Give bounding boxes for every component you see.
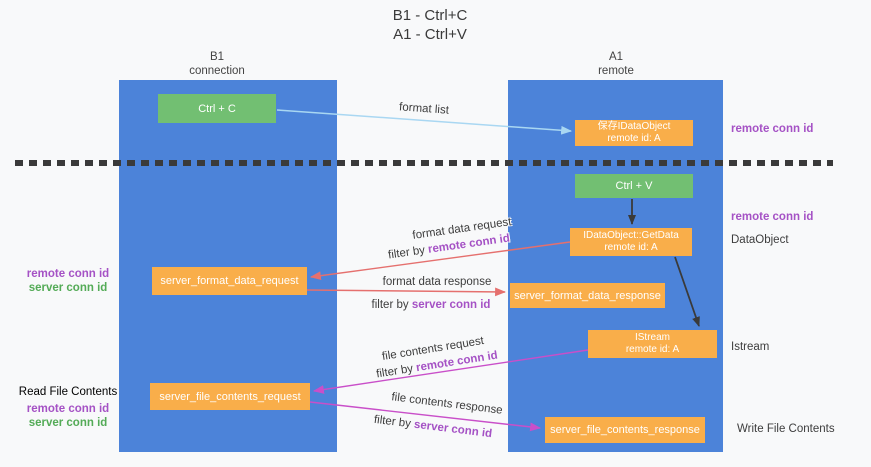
save-idataobject-line1: 保存IDataObject [597,121,671,132]
left-remote-conn-id: remote conn id [26,268,110,280]
left-conn-id-note: remote conn id server conn id [8,267,128,295]
lane-b1-subtitle: connection [189,65,245,77]
dataobject-label: DataObject [731,234,789,246]
read-file-contents-note: Read File Contents remote conn id server… [8,385,128,430]
machine-boundary-dashed-line [15,160,833,166]
diagram-title: B1 - Ctrl+C A1 - Ctrl+V [0,6,870,44]
server-file-contents-request-box: server_file_contents_request [150,383,310,410]
left2-server-conn-id: server conn id [28,417,108,429]
file-contents-response-label: file contents response [390,391,504,417]
filter-by-text: filter by [371,299,409,311]
lane-header-b1: B1 connection [117,50,317,78]
write-file-contents-label: Write File Contents [737,423,835,435]
save-idataobject-line2: remote id: A [607,133,661,144]
ctrl-v-box: Ctrl + V [575,174,693,198]
filter-by-text: filter by [375,362,414,381]
diagram-title-line1: B1 - Ctrl+C [392,7,468,24]
istream-line1: IStream [634,332,670,343]
getdata-line2: remote id: A [604,242,658,253]
lane-b1-name: B1 [209,51,225,63]
left2-remote-conn-id: remote conn id [26,403,110,415]
file-contents-response-filter-label: filter by server conn id [373,414,492,440]
server-file-contents-response-box: server_file_contents_response [545,417,705,443]
filter-by-text: filter by [373,413,412,431]
server-conn-id-text: server conn id [411,299,491,311]
server-format-data-response-box: server_format_data_response [510,283,665,308]
left-server-conn-id: server conn id [28,282,108,294]
istream-side-label: Istream [731,341,770,353]
server-conn-id-text: server conn id [413,418,493,441]
istream-box: IStream remote id: A [588,330,717,358]
format-data-response-label: format data response [382,276,492,288]
save-idataobject-box: 保存IDataObject remote id: A [575,120,693,146]
getdata-line1: IDataObject::GetData [583,230,679,241]
server-format-data-request-box: server_format_data_request [152,267,307,295]
read-file-contents-label: Read File Contents [18,386,118,398]
format-list-label: format list [398,101,450,117]
format-data-response-filter-label: filter by server conn id [372,299,491,311]
lane-a1-name: A1 [608,51,624,63]
diagram-title-line2: A1 - Ctrl+V [393,26,467,43]
istream-line2: remote id: A [625,344,680,355]
idataobject-getdata-box: IDataObject::GetData remote id: A [570,228,692,256]
ctrl-c-box: Ctrl + C [158,94,276,123]
lane-header-a1: A1 remote [516,50,716,78]
filter-by-text: filter by [387,244,426,262]
right-remote-conn-id-mid: remote conn id [731,211,814,223]
right-remote-conn-id-top: remote conn id [731,123,814,135]
lane-a1-subtitle: remote [598,65,634,77]
